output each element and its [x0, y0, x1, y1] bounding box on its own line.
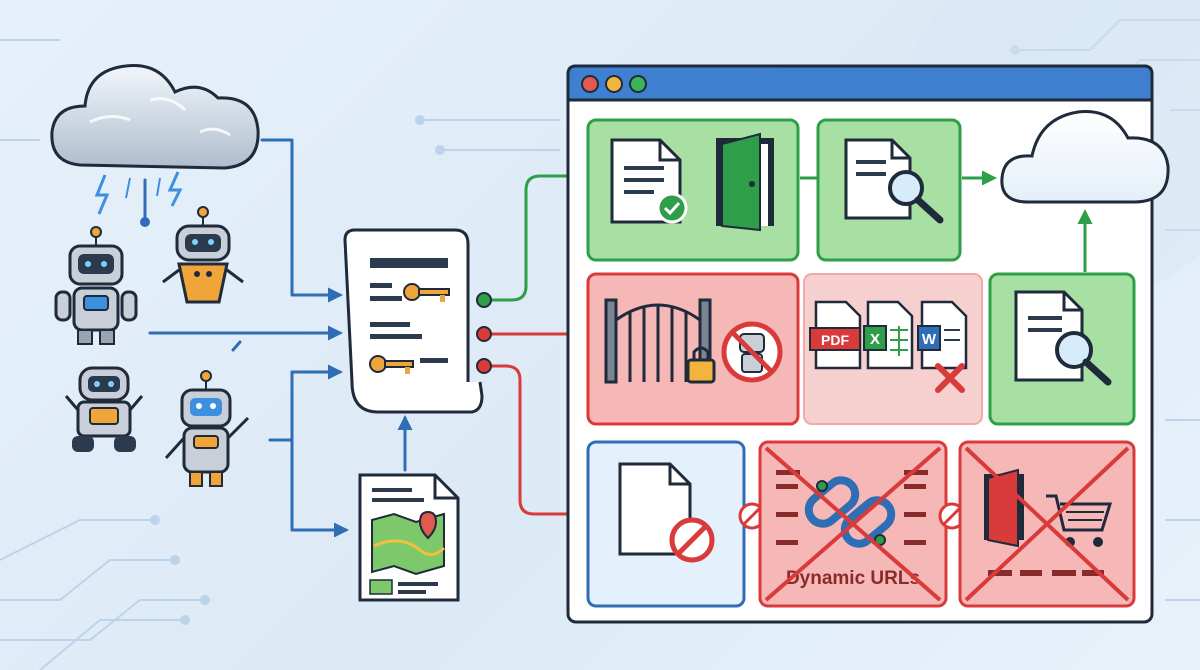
edge-robots-txt-to-sitemap — [290, 438, 349, 538]
noindex-page-box — [586, 440, 746, 608]
no-robots-icon — [721, 321, 783, 383]
storm-cloud-icon — [50, 64, 260, 215]
pdf-badge: PDF — [821, 332, 849, 348]
edge-storm-drop-2 — [231, 340, 242, 352]
noindex-rule-dot — [476, 358, 492, 374]
document-no-icon — [618, 462, 715, 563]
separator-no-icon — [738, 502, 766, 530]
window-dot-red — [581, 75, 599, 93]
blocked-files-box: PDF X W — [803, 273, 983, 425]
checkout-cart-box — [958, 440, 1136, 608]
open-door-icon — [716, 132, 774, 232]
document-search-icon — [844, 138, 944, 224]
allow-rule-dot — [476, 292, 492, 308]
word-badge: W — [922, 331, 937, 348]
pdf-file-icon: PDF — [809, 300, 862, 370]
key-icon — [369, 355, 414, 374]
dynamic-urls-box: Dynamic URLs — [758, 440, 948, 608]
document-check-icon — [610, 138, 688, 224]
crawl-page-box — [988, 272, 1136, 426]
excel-file-icon: X — [863, 300, 914, 370]
disallow-rule-dot — [476, 326, 492, 342]
allowed-page-box — [586, 118, 800, 262]
locked-gate-icon — [604, 298, 716, 384]
sitemap-document-icon — [358, 473, 460, 602]
robot-icon — [164, 370, 250, 487]
file-types-icon: PDF X W — [809, 300, 968, 393]
garbled-url-text — [776, 470, 928, 545]
excel-badge: X — [870, 331, 880, 348]
connectors — [140, 138, 608, 538]
cloud-icon — [1000, 110, 1170, 204]
garbled-text — [988, 570, 1104, 576]
dynamic-urls-label: Dynamic URLs — [786, 568, 920, 589]
document-search-icon — [1014, 290, 1112, 386]
edge-robot4-to-robots-txt — [268, 364, 343, 442]
key-icon — [403, 283, 450, 302]
edge-cloud-to-robots — [260, 138, 343, 303]
window-dot-green — [629, 75, 647, 93]
robot-icon — [162, 206, 244, 304]
robot-icon — [54, 226, 138, 345]
indexed-page-box — [816, 118, 962, 262]
edge-robots-txt-to-allowed — [484, 168, 595, 302]
map-icon — [371, 510, 446, 576]
scroll-document-key-icon — [343, 228, 484, 414]
edge-robots-txt-to-noindex — [484, 364, 608, 522]
blocked-gate-box — [586, 272, 800, 426]
window-dot-yellow — [605, 75, 623, 93]
wheeled-robot-icon — [64, 366, 144, 452]
word-file-icon: W — [917, 300, 968, 393]
